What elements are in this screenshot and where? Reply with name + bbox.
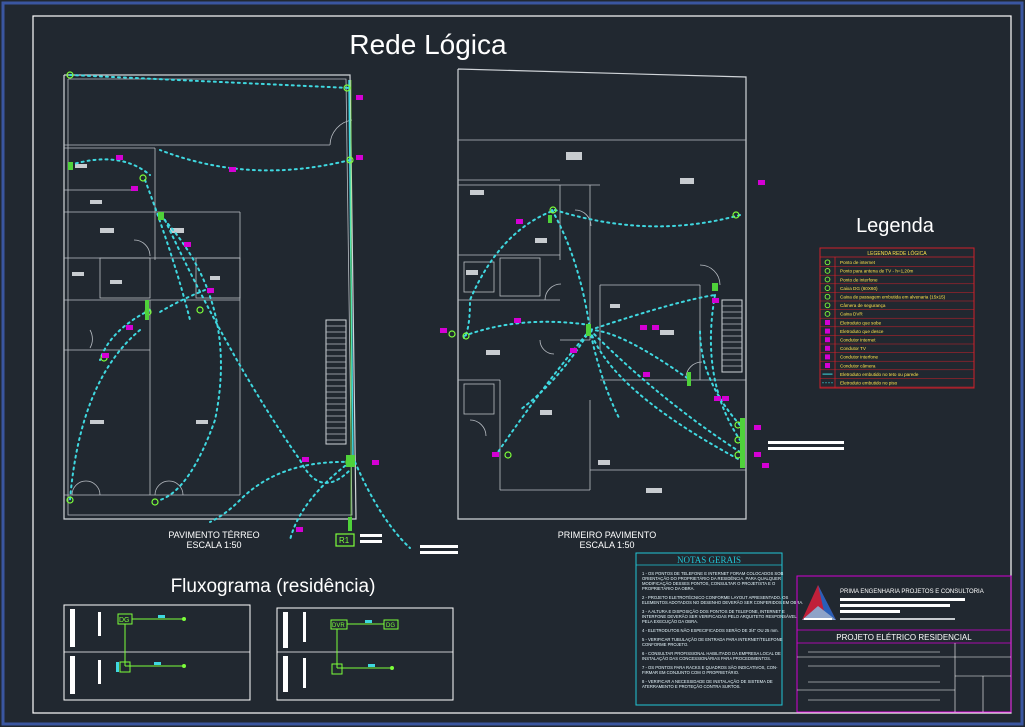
note-item: 7 - OS PONTOS PARA RACKS E QUADROS SÃO I… [642,665,778,675]
legend-item-label: Câmera de segurança [840,303,886,308]
legend-row: Eletroduto embutido no teto ou parede [820,372,974,379]
legend-item-label: Eletroduto que sobe [840,320,882,325]
notes-title: NOTAS GERAIS [677,555,741,565]
flowchart-title: Fluxograma (residência) [171,576,376,597]
ground-floor-plan [63,74,357,530]
legend-item-label: Ponto de interfone [840,277,878,282]
first-stair [721,299,743,373]
company-logo [802,585,836,620]
ground-floor-scale: ESCALA 1:50 [186,540,241,550]
note-item: 2 - PROJETO ELETROTÉCNICO CONFORME LAYOU… [642,595,803,605]
legend-item-label: Eletroduto embutido no teto ou parede [840,372,919,377]
legend-row: Caixa de passagem embutida em alvenaria … [820,293,974,302]
notes-box: NOTAS GERAIS 1 - OS PONTOS DE TELEFONE E… [635,552,803,706]
cond-internet-icon [825,337,830,343]
legend-row: Eletroduto que sobe [820,320,974,328]
legend-row: Eletroduto que desce [820,328,974,336]
legend-item-label: Caixa DVR [840,312,863,317]
ground-floor-conduits [69,74,411,549]
ground-floor-tags [102,95,379,532]
legend-item-label: Ponto para antena de TV - h=1,20m [840,269,914,274]
ground-floor-points [66,71,355,547]
first-dimension-marks [768,441,844,450]
first-floor-tags [440,180,769,468]
conduit-down-icon [825,328,830,334]
flow-dvr-label: DVR [332,623,345,629]
legend-row: Ponto de internet [820,259,974,267]
legend-item-label: Ponto de internet [840,260,876,265]
company-name: PRIMA ENGENHARIA PROJETOS E CONSULTORIA [840,589,984,595]
intercom-point-icon [824,276,831,283]
dg-box-icon [824,285,831,291]
legend-item-label: Eletroduto que desce [840,329,884,334]
note-item: 8 - VERIFICAR A NECESSIDADE DE INSTALAÇÃ… [642,679,773,689]
conduit-up-icon [825,320,830,325]
sheet-border [32,15,1012,714]
notes-body: 1 - OS PONTOS DE TELEFONE E INTERNET FOR… [642,571,803,689]
first-floor-points [448,206,745,468]
flowchart-right: DVR DG [276,607,454,701]
legend-row: Condutor internet [820,337,974,345]
tv-point-icon [824,268,831,274]
note-item: 6 - CONSULTAR PROFISSIONAL HABILITADO DA… [642,651,781,661]
note-item: 3 - A ALTURA E DISPOSIÇÃO DOS PONTOS DE … [642,609,797,624]
cond-camera-icon [825,363,830,368]
note-item: 5 - VERIFICAR TUBULAÇÃO DE ENTRADA PARA … [642,637,783,647]
ground-dimension-marks [360,534,458,554]
ground-floor-name: PAVIMENTO TÉRREO [168,530,259,540]
legend-row: Caixa DG (60X60) [820,285,974,293]
legend-item-label: Condutor TV [840,346,867,351]
pass-box-icon [824,293,831,300]
legend-heading: Legenda [856,215,935,237]
page-title: Rede Lógica [349,29,507,60]
dvr-box-icon [824,311,831,317]
legend-row: Condutor interfone [820,354,974,362]
title-block: PRIMA ENGENHARIA PROJETOS E CONSULTORIA … [796,575,1012,713]
note-item: 4 - ELETRODUTOS NÃO ESPECIFICADOS SERÃO … [642,628,779,633]
camera-icon [824,302,831,309]
legend-item-label: Eletroduto embutido no piso [840,381,898,386]
legend-box: LEGENDA REDE LÓGICA Ponto de internetPon… [819,247,975,389]
first-floor-name: PRIMEIRO PAVIMENTO [558,530,657,540]
legend-row: Caixa DVR [820,311,974,319]
legend-item-label: Condutor interfone [840,355,878,360]
legend-row: Ponto de interfone [820,276,974,285]
legend-item-label: Condutor câmera [840,363,876,368]
legend-row: Câmera de segurança [820,302,974,310]
cond-tv-icon [825,345,830,351]
flowchart-left: DG [63,604,251,701]
r1-box-label: R1 [339,536,350,545]
legend-row: Condutor TV [820,345,974,353]
legend-item-label: Caixa DG (60X60) [840,286,878,291]
internet-point-icon [824,259,831,266]
legend-item-label: Caixa de passagem embutida em alvenaria … [840,295,946,300]
flow-dg2-label: DG [386,623,395,629]
note-item: 1 - OS PONTOS DE TELEFONE E INTERNET FOR… [642,571,783,591]
ground-stair [325,319,347,445]
first-floor-scale: ESCALA 1:50 [579,540,634,550]
legend-box-title: LEGENDA REDE LÓGICA [867,250,927,257]
project-name: PROJETO ELÉTRICO RESIDENCIAL [836,633,972,642]
legend-row: Eletroduto embutido no piso [820,381,974,388]
legend-row: Condutor câmera [820,363,974,371]
cond-intercom-icon [825,354,830,360]
first-floor-plan [457,68,747,520]
legend-row: Ponto para antena de TV - h=1,20m [820,268,974,276]
flow-dg-label: DG [119,617,130,624]
first-floor-conduits [463,208,741,461]
legend-item-label: Condutor internet [840,338,876,343]
